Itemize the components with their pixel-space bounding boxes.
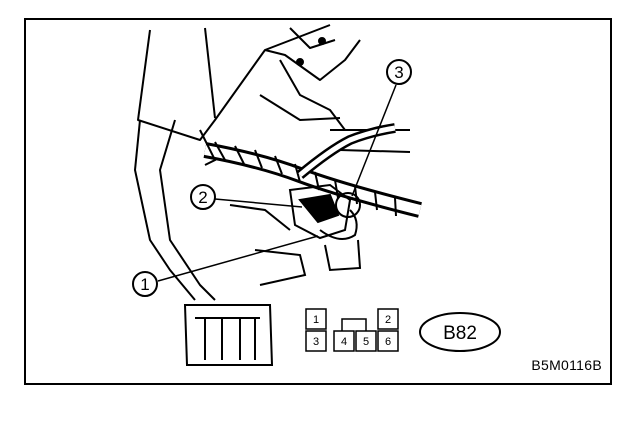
- callout-2-number: 2: [198, 188, 207, 207]
- callout-3-number: 3: [394, 63, 403, 82]
- pin-6-label: 6: [385, 336, 391, 348]
- callout-3: 3: [351, 59, 412, 197]
- figure-code: B5M0116B: [531, 357, 602, 373]
- callout-1: 1: [132, 235, 319, 297]
- pin-cell-1: [305, 308, 327, 330]
- callout-2: 2: [190, 184, 303, 210]
- lock-tab: [341, 318, 367, 331]
- pin-5-label: 5: [363, 336, 369, 348]
- harness-connector: [199, 129, 362, 286]
- pin-cell-4: [333, 330, 355, 352]
- pin-layout: [305, 308, 399, 352]
- connector-code: B82: [443, 323, 477, 344]
- bracket-assembly: [134, 24, 411, 301]
- lower-connector-block: [183, 304, 274, 366]
- pin-2-label: 2: [385, 314, 391, 326]
- diagram-frame: [24, 18, 612, 385]
- pin-3-label: 3: [313, 336, 319, 348]
- pin-4-label: 4: [341, 336, 347, 348]
- connector-code-badge: B82: [419, 312, 501, 352]
- pin-cell-6: [377, 330, 399, 352]
- callout-1-number: 1: [140, 275, 149, 294]
- pin-cell-2: [377, 308, 399, 330]
- pin-cell-3: [305, 330, 327, 352]
- pin-numbers: 1 2 3 4 5 6: [313, 314, 391, 348]
- pin-1-label: 1: [313, 314, 319, 326]
